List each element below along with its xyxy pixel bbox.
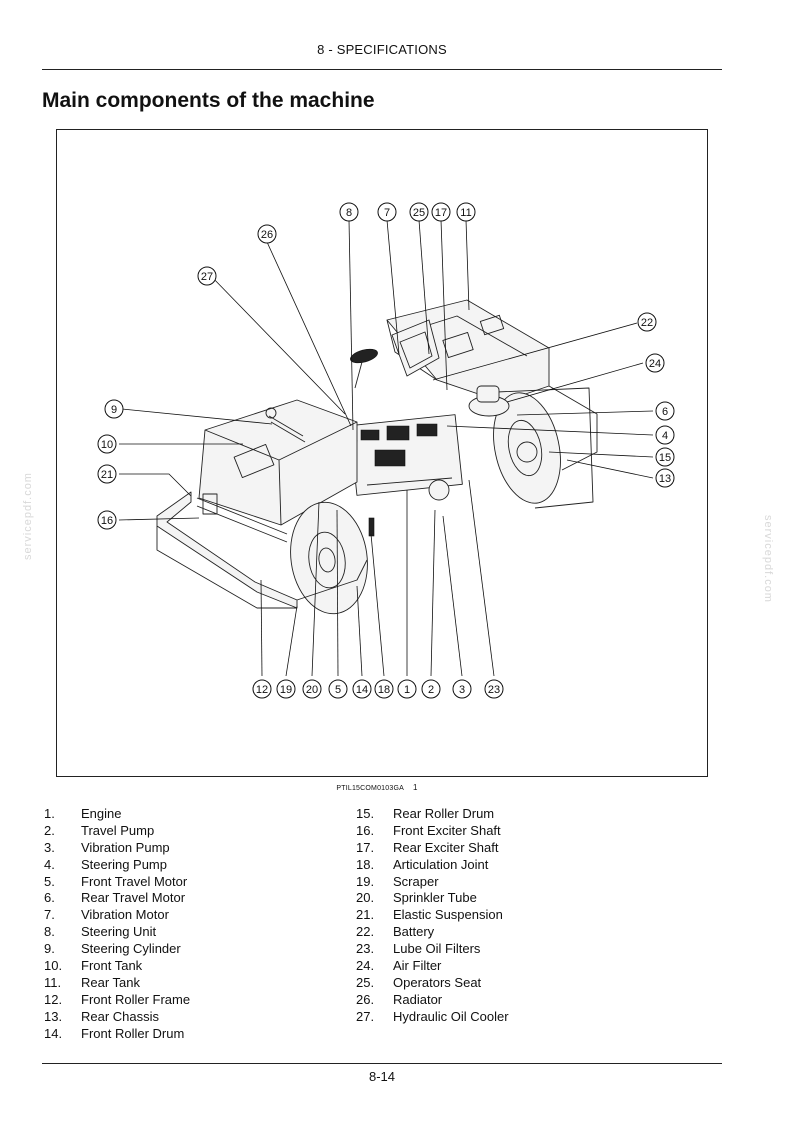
svg-text:27: 27 <box>201 271 213 283</box>
svg-text:4: 4 <box>662 430 668 442</box>
svg-text:21: 21 <box>101 469 113 481</box>
callout-14: 14 <box>352 679 372 699</box>
legend-item: 13.Rear Chassis <box>44 1008 160 1024</box>
legend-item: 12.Front Roller Frame <box>44 991 191 1007</box>
legend-item: 19.Scraper <box>356 873 439 889</box>
callout-8: 8 <box>339 202 359 222</box>
svg-text:20: 20 <box>306 684 318 696</box>
legend-item: 10.Front Tank <box>44 958 143 974</box>
svg-text:16: 16 <box>101 515 113 527</box>
legend-item: 26.Radiator <box>356 991 443 1007</box>
callout-27: 27 <box>197 266 217 286</box>
svg-text:15: 15 <box>659 452 671 464</box>
callout-15: 15 <box>655 447 675 467</box>
svg-text:12: 12 <box>256 684 268 696</box>
watermark-right: servicepdf.com <box>762 515 774 603</box>
svg-text:13: 13 <box>659 473 671 485</box>
running-header: 8 - SPECIFICATIONS <box>317 42 447 57</box>
svg-text:26: 26 <box>261 229 273 241</box>
legend-item: 9.Steering Cylinder <box>44 941 181 957</box>
callout-23: 23 <box>484 679 504 699</box>
legend-item: 17.Rear Exciter Shaft <box>356 839 499 855</box>
legend-item: 27.Hydraulic Oil Cooler <box>356 1008 509 1024</box>
watermark-left: servicepdf.com <box>22 472 34 560</box>
svg-text:9: 9 <box>111 404 117 416</box>
figure-number: 1 <box>412 783 418 792</box>
callout-21: 21 <box>97 464 117 484</box>
legend-item: 15.Rear Roller Drum <box>356 806 495 821</box>
legend-item: 4.Steering Pump <box>44 856 167 872</box>
svg-text:25: 25 <box>413 207 425 219</box>
footer-rule <box>42 1063 722 1064</box>
callout-18: 18 <box>374 679 394 699</box>
callout-12: 12 <box>252 679 272 699</box>
legend-item: 6.Rear Travel Motor <box>44 890 186 906</box>
machine-illustration: 8 7 25 17 11 26 27 9 10 21 16 22 24 6 4 … <box>97 202 675 699</box>
callout-5: 5 <box>328 679 348 699</box>
legend-item: 8.Steering Unit <box>44 924 157 940</box>
svg-text:1: 1 <box>404 684 410 696</box>
legend-item: 2.Travel Pump <box>44 822 155 838</box>
legend-item: 18.Articulation Joint <box>356 856 489 872</box>
callout-26: 26 <box>257 224 277 244</box>
page-number: 8-14 <box>368 1069 396 1084</box>
legend-item: 5.Front Travel Motor <box>44 873 188 889</box>
callout-6: 6 <box>655 401 675 421</box>
legend-item: 23.Lube Oil Filters <box>356 941 481 957</box>
callout-22: 22 <box>637 312 657 332</box>
svg-text:2: 2 <box>428 684 434 696</box>
svg-text:11: 11 <box>460 207 471 219</box>
legend-item: 20.Sprinkler Tube <box>356 890 477 906</box>
callout-16: 16 <box>97 510 117 530</box>
callout-24: 24 <box>645 353 665 373</box>
figure-caption: PTIL15COM0103GA 1 <box>0 783 754 792</box>
callout-3: 3 <box>452 679 472 699</box>
svg-text:6: 6 <box>662 406 668 418</box>
legend-column-1: 1.Engine 2.Travel Pump 3.Vibration Pump … <box>44 806 190 1042</box>
roller-drawing <box>156 299 598 615</box>
svg-text:18: 18 <box>378 684 390 696</box>
callout-2: 2 <box>421 679 441 699</box>
callout-9: 9 <box>104 399 124 419</box>
svg-text:5: 5 <box>335 684 341 696</box>
svg-text:7: 7 <box>384 207 390 219</box>
callout-13: 13 <box>655 468 675 488</box>
legend-item: 22.Battery <box>356 924 435 940</box>
leader-lines <box>118 219 654 677</box>
callout-10: 10 <box>97 434 117 454</box>
legend-item: 1.Engine <box>44 806 122 821</box>
legend-item: 24.Air Filter <box>356 958 442 974</box>
legend-item: 3.Vibration Pump <box>44 839 170 855</box>
svg-text:24: 24 <box>649 358 661 370</box>
legend-item: 14.Front Roller Drum <box>44 1025 185 1041</box>
callout-19: 19 <box>276 679 296 699</box>
callout-1: 1 <box>397 679 417 699</box>
callout-17: 17 <box>431 202 451 222</box>
svg-text:19: 19 <box>280 684 292 696</box>
callout-25: 25 <box>409 202 429 222</box>
legend-item: 16.Front Exciter Shaft <box>356 822 501 838</box>
svg-text:3: 3 <box>459 684 465 696</box>
svg-text:10: 10 <box>101 439 113 451</box>
svg-text:23: 23 <box>488 684 500 696</box>
header-rule <box>42 69 722 70</box>
callout-11: 11 <box>456 202 476 222</box>
machine-diagram: 8 7 25 17 11 26 27 9 10 21 16 22 24 6 4 … <box>56 129 708 777</box>
callout-4: 4 <box>655 425 675 445</box>
callout-20: 20 <box>302 679 322 699</box>
svg-text:17: 17 <box>435 207 447 219</box>
callout-7: 7 <box>377 202 397 222</box>
legend-column-2: 15.Rear Roller Drum 16.Front Exciter Sha… <box>356 806 509 1026</box>
svg-text:8: 8 <box>346 207 352 219</box>
legend-item: 7.Vibration Motor <box>44 907 169 923</box>
svg-text:14: 14 <box>356 684 368 696</box>
legend-item: 25.Operators Seat <box>356 974 482 990</box>
svg-text:22: 22 <box>641 317 653 329</box>
legend-item: 21.Elastic Suspension <box>356 907 503 923</box>
legend-item: 11.Rear Tank <box>44 974 141 990</box>
figure-code: PTIL15COM0103GA <box>336 785 404 792</box>
section-title: Main components of the machine <box>42 89 375 112</box>
